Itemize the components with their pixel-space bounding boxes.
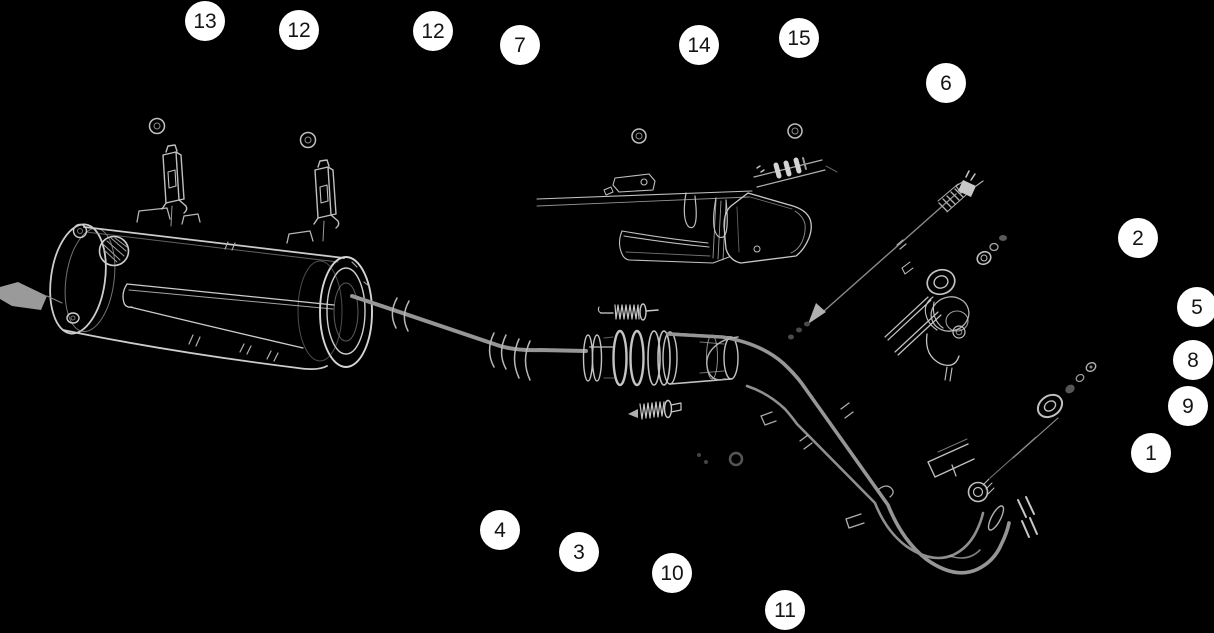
tailpipe <box>350 294 588 381</box>
callout-2[interactable]: 2 <box>1118 218 1158 258</box>
gasket-ovals <box>976 235 1007 266</box>
callout-6[interactable]: 6 <box>926 63 966 103</box>
hanger-bracket-left <box>161 144 188 227</box>
heat-shield <box>536 173 812 264</box>
callout-14[interactable]: 14 <box>679 25 719 65</box>
wrapped-pipe <box>753 157 838 188</box>
callout-12[interactable]: 12 <box>279 10 319 50</box>
muffler <box>49 207 373 371</box>
mount-bracket-assembly <box>884 261 970 382</box>
downpipe <box>666 332 1097 575</box>
mount-holes <box>148 117 803 149</box>
callout-9[interactable]: 9 <box>1168 386 1208 426</box>
callout-5[interactable]: 5 <box>1177 287 1214 327</box>
callout-13[interactable]: 13 <box>185 1 225 41</box>
callout-1[interactable]: 1 <box>1131 433 1171 473</box>
callout-8[interactable]: 8 <box>1173 340 1213 380</box>
hanger-bracket-right <box>313 159 340 242</box>
tailpipe-tip <box>0 282 63 310</box>
callout-3[interactable]: 3 <box>559 532 599 572</box>
callout-11[interactable]: 11 <box>765 590 805 630</box>
callout-4[interactable]: 4 <box>480 510 520 550</box>
flex-coupling <box>582 329 739 387</box>
oxygen-sensor <box>937 170 984 213</box>
spring-bolt-bottom <box>628 399 682 420</box>
dipstick-rod <box>788 193 957 340</box>
callout-12[interactable]: 12 <box>413 11 453 51</box>
callout-15[interactable]: 15 <box>779 18 819 58</box>
callout-10[interactable]: 10 <box>652 553 692 593</box>
callout-7[interactable]: 7 <box>500 25 540 65</box>
spring-bolt-top <box>597 303 659 321</box>
